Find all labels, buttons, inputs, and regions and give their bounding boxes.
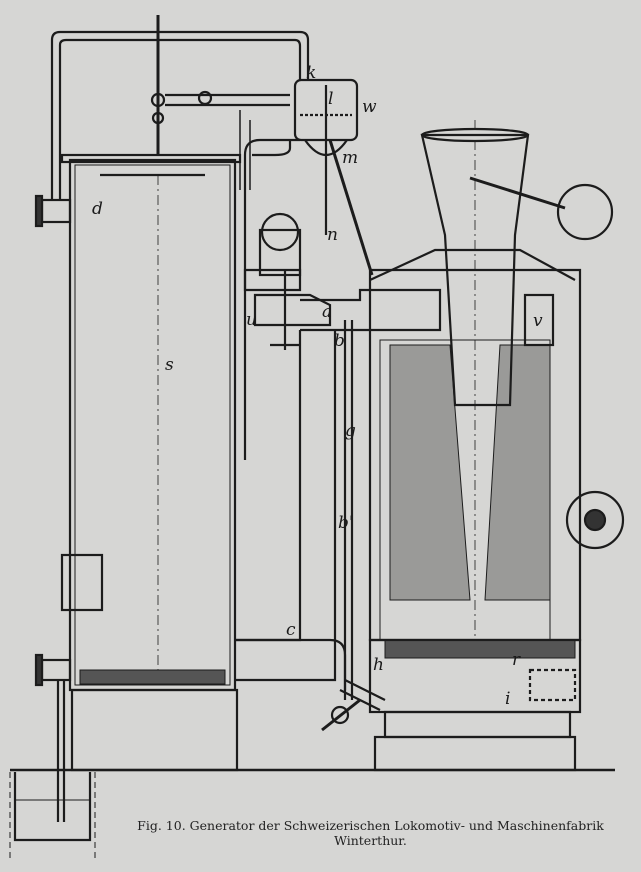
- label-v: v: [533, 311, 543, 331]
- figure-caption: Fig. 10. Generator der Schweizerischen L…: [100, 818, 641, 848]
- label-u: u: [246, 310, 257, 330]
- label-d: d: [92, 199, 103, 219]
- label-w: w: [362, 97, 377, 117]
- label-s: s: [165, 355, 174, 375]
- label-h: h: [373, 655, 384, 675]
- pipe-c: [235, 638, 347, 690]
- label-i: i: [505, 689, 510, 709]
- part-labels: k l w m d n u a b v s g b' c r h i: [92, 63, 543, 709]
- pipe-d: [40, 198, 72, 224]
- label-g: g: [345, 421, 356, 441]
- label-b-prime: b': [338, 513, 354, 533]
- label-k: k: [306, 63, 316, 83]
- label-n: n: [327, 225, 338, 245]
- label-b: b: [334, 331, 345, 351]
- water-pit: [13, 772, 92, 842]
- label-l: l: [328, 89, 333, 109]
- label-c: c: [286, 620, 296, 640]
- caption-line-1: Fig. 10. Generator der Schweizerischen L…: [137, 818, 604, 833]
- label-r: r: [512, 650, 521, 670]
- counterweight: [556, 183, 614, 241]
- label-a: a: [322, 302, 332, 322]
- caption-line-2: Winterthur.: [334, 833, 407, 848]
- grate: [384, 639, 576, 659]
- rod-n: [328, 139, 374, 276]
- label-m: m: [342, 148, 358, 168]
- tank-top-flange: [60, 153, 242, 164]
- gas-pipe-loop: [50, 30, 310, 200]
- handwheel: [565, 490, 625, 550]
